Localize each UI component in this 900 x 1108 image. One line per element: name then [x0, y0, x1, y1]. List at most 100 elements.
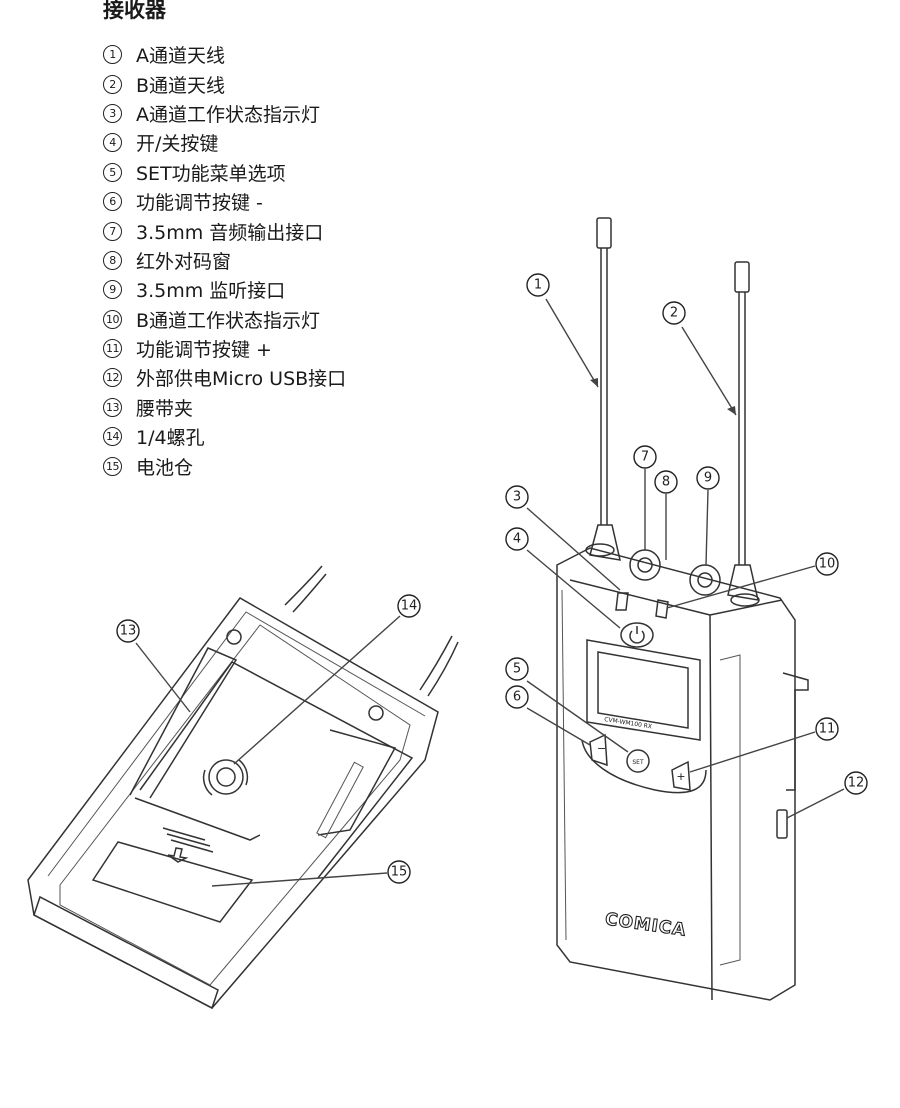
callout-11: 11	[689, 717, 839, 773]
clip-grip	[316, 761, 364, 839]
callout-4: 4	[505, 527, 621, 629]
legend-item: 14 1/4螺孔	[103, 422, 346, 451]
cable-a	[284, 565, 323, 606]
button-panel	[581, 739, 707, 794]
battery-door	[91, 841, 254, 923]
leader-6	[526, 707, 591, 746]
plus-button-label: +	[676, 770, 685, 783]
legend-label: 1/4螺孔	[136, 427, 205, 450]
indicator-a	[615, 592, 629, 611]
belt-clip	[139, 661, 414, 879]
receiver-front-view: CVM-WM100 RX − SET + COMICA	[556, 217, 809, 1001]
antenna-a-tip	[596, 217, 612, 249]
legend-label: B通道工作状态指示灯	[136, 309, 321, 332]
power-button	[620, 622, 654, 648]
minus-button-label: −	[597, 742, 606, 755]
antenna-a-socket	[585, 543, 615, 557]
leader-5	[526, 680, 629, 753]
legend-number: 3	[103, 103, 122, 123]
callout-6: 6	[505, 685, 591, 746]
callout-9-number: 9	[704, 471, 712, 486]
belt-clip-arm-left	[129, 647, 238, 799]
callout-3: 3	[505, 485, 621, 591]
legend-label: 功能调节按键 -	[136, 192, 263, 215]
monitor-jack-inner	[697, 572, 713, 588]
leader-10	[666, 565, 816, 609]
legend-item: 11 功能调节按键 +	[103, 334, 346, 363]
legend-number: 4	[103, 133, 122, 153]
legend-number: 14	[103, 427, 122, 447]
legend-label: 腰带夹	[136, 397, 194, 420]
leader-12	[786, 788, 845, 819]
leader-15	[211, 872, 388, 887]
legend-number: 11	[103, 339, 122, 359]
callout-10-number: 10	[819, 557, 836, 572]
legend-label: 开/关按键	[136, 133, 219, 156]
callout-3-number: 3	[513, 490, 521, 505]
callout-15-number: 15	[391, 865, 408, 880]
monitor-jack	[689, 564, 721, 596]
belt-clip-bottom	[134, 797, 261, 841]
legend-number: 8	[103, 250, 122, 270]
callout-6-number: 6	[513, 690, 521, 705]
audio-output-jack-inner	[637, 557, 653, 573]
legend-number: 2	[103, 74, 122, 94]
callout-8-number: 8	[662, 475, 670, 490]
display-bezel	[586, 639, 701, 741]
receiver-back-view	[27, 565, 459, 1010]
door-ridge	[162, 827, 206, 841]
legend-label: 电池仓	[136, 456, 194, 479]
belt-clip-arm-right	[317, 729, 397, 836]
power-icon	[629, 630, 645, 644]
minus-button	[589, 733, 608, 767]
side-rim	[561, 589, 567, 941]
legend-item: 6 功能调节按键 -	[103, 187, 346, 216]
plus-button	[671, 760, 691, 791]
set-button-label: SET	[632, 759, 644, 766]
brand-logo: COMICA	[604, 909, 688, 940]
side-grip	[719, 654, 741, 966]
mount-hole	[226, 629, 242, 645]
legend-label: 红外对码窗	[136, 250, 232, 273]
cable-b	[419, 635, 453, 691]
back-panel	[59, 624, 411, 986]
mount-hole	[368, 705, 384, 721]
indicator-b	[655, 599, 669, 619]
antenna-b-socket	[730, 593, 760, 607]
legend-label: 3.5mm 音频输出接口	[136, 221, 324, 244]
callout-8: 8	[654, 470, 678, 560]
callout-4-number: 4	[513, 532, 521, 547]
callout-7-number: 7	[641, 450, 649, 465]
callout-5: 5	[505, 657, 629, 753]
callout-2: 2	[662, 301, 737, 416]
callout-9: 9	[696, 466, 720, 566]
callout-14: 14	[233, 594, 421, 765]
arrowhead-2	[727, 406, 736, 415]
leader-9	[705, 489, 709, 566]
legend-number: 10	[103, 309, 122, 329]
legend-label: 外部供电Micro USB接口	[136, 368, 347, 391]
leader-1	[545, 298, 599, 388]
legend-number: 6	[103, 192, 122, 212]
leader-2	[681, 326, 737, 416]
callout-14-number: 14	[401, 599, 418, 614]
callout-1-number: 1	[534, 278, 542, 293]
legend-number: 15	[103, 456, 122, 476]
legend-label: SET功能菜单选项	[136, 162, 286, 185]
set-button	[626, 749, 650, 773]
back-inner-rim	[47, 611, 426, 877]
antenna-b-tip	[734, 261, 750, 293]
side-clip	[782, 672, 809, 791]
cable-b-edge	[427, 641, 459, 697]
legend-label: 功能调节按键 +	[136, 339, 272, 362]
top-edge	[709, 599, 783, 616]
quarter-inch-screw	[202, 759, 249, 796]
